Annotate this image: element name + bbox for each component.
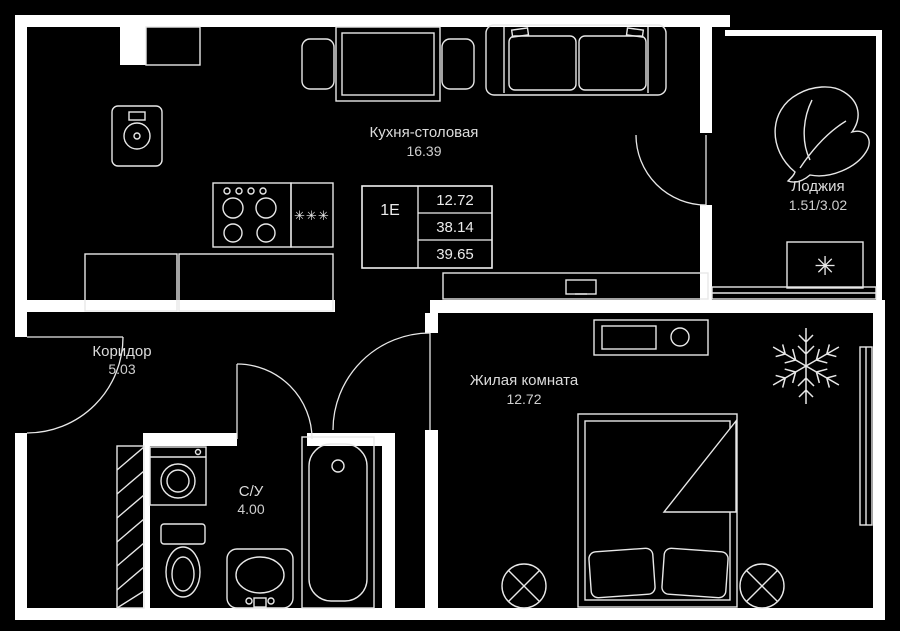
wall-kitchen-loggia-lower <box>700 205 712 306</box>
corridor-area: 5.03 <box>108 361 135 377</box>
kitchen-sink <box>111 105 163 167</box>
loggia-items: ✳ <box>711 86 877 300</box>
bathtub <box>301 436 375 609</box>
corridor-label: Коридор <box>92 343 151 360</box>
living-label: Жилая комната <box>470 372 579 389</box>
flat-living-area: 12.72 <box>436 192 474 209</box>
counter-left <box>84 253 178 312</box>
flat-total-area: 39.65 <box>436 246 474 263</box>
kitchen-area: 16.39 <box>406 143 441 159</box>
blanket-fold <box>662 418 737 513</box>
wall-loggia-top <box>725 30 882 36</box>
plant-vein <box>799 99 847 169</box>
washing-machine <box>149 446 207 506</box>
bathroom-area: 4.00 <box>237 501 264 517</box>
pillow-left <box>588 547 656 599</box>
flat-area: 38.14 <box>436 219 474 236</box>
wall-corridor-kitchen <box>15 300 335 312</box>
dining-table <box>301 26 475 102</box>
vent-shaft <box>120 27 146 65</box>
plant-decor <box>774 86 870 183</box>
info-badge-frame <box>361 185 493 269</box>
duct-box <box>145 26 201 66</box>
info-badge: 1Е 12.72 38.14 39.65 <box>361 185 493 269</box>
living-area: 12.72 <box>506 391 541 407</box>
wall-bottom <box>15 608 885 620</box>
wall-left-lower <box>15 433 27 620</box>
bathroom-sink <box>226 548 294 609</box>
wall-living-top <box>430 300 885 313</box>
wall-kitchen-loggia-upper <box>700 15 712 133</box>
stove <box>212 182 292 248</box>
wall-corridor-living-lower <box>425 430 438 620</box>
pouf-right <box>739 563 785 609</box>
kitchen-furniture: ✳✳✳ <box>84 24 667 312</box>
bathroom-furniture <box>116 436 375 609</box>
fridge: ✳✳✳ <box>290 182 334 248</box>
entrance-door <box>26 336 124 434</box>
snowflake-icon <box>768 328 844 405</box>
living-furniture <box>442 272 873 609</box>
flat-type: 1Е <box>380 202 400 219</box>
ac-unit: ✳ <box>786 241 864 289</box>
wall-bath-top-right <box>307 433 395 446</box>
loggia-area: 1.51/3.02 <box>789 197 848 213</box>
doors <box>26 134 707 440</box>
toilet <box>160 523 206 598</box>
bed <box>577 413 738 608</box>
walls <box>15 15 885 620</box>
counter-right <box>178 253 334 312</box>
loggia-label: Лоджия <box>791 178 844 195</box>
wall-bath-top-left <box>143 433 237 446</box>
sofa <box>485 24 667 96</box>
closet <box>116 445 145 609</box>
tv-stand <box>442 272 709 300</box>
window-radiator <box>859 346 873 526</box>
wall-left-upper <box>15 15 27 337</box>
wall-bath-right <box>382 446 395 608</box>
wall-corridor-living-upper <box>425 313 438 333</box>
wall-right-living <box>873 300 885 620</box>
room-labels: Кухня-столовая 16.39 Лоджия 1.51/3.02 Ко… <box>92 124 847 517</box>
pouf-left <box>501 563 547 609</box>
bathroom-label: С/У <box>239 483 264 500</box>
pillow-right <box>661 547 729 599</box>
bathroom-door <box>236 363 313 440</box>
ac-symbol: ✳ <box>814 252 836 282</box>
kitchen-label: Кухня-столовая <box>370 124 479 141</box>
chair-left <box>301 38 335 90</box>
wall-bath-left <box>143 446 150 608</box>
chair-right <box>441 38 475 90</box>
wall-top <box>15 15 730 27</box>
loggia-window-band <box>711 286 877 300</box>
fridge-symbol: ✳✳✳ <box>294 209 330 224</box>
loggia-door <box>635 134 707 206</box>
living-room-door <box>332 332 431 431</box>
console-table <box>593 319 709 356</box>
wall-loggia-right <box>876 30 882 300</box>
